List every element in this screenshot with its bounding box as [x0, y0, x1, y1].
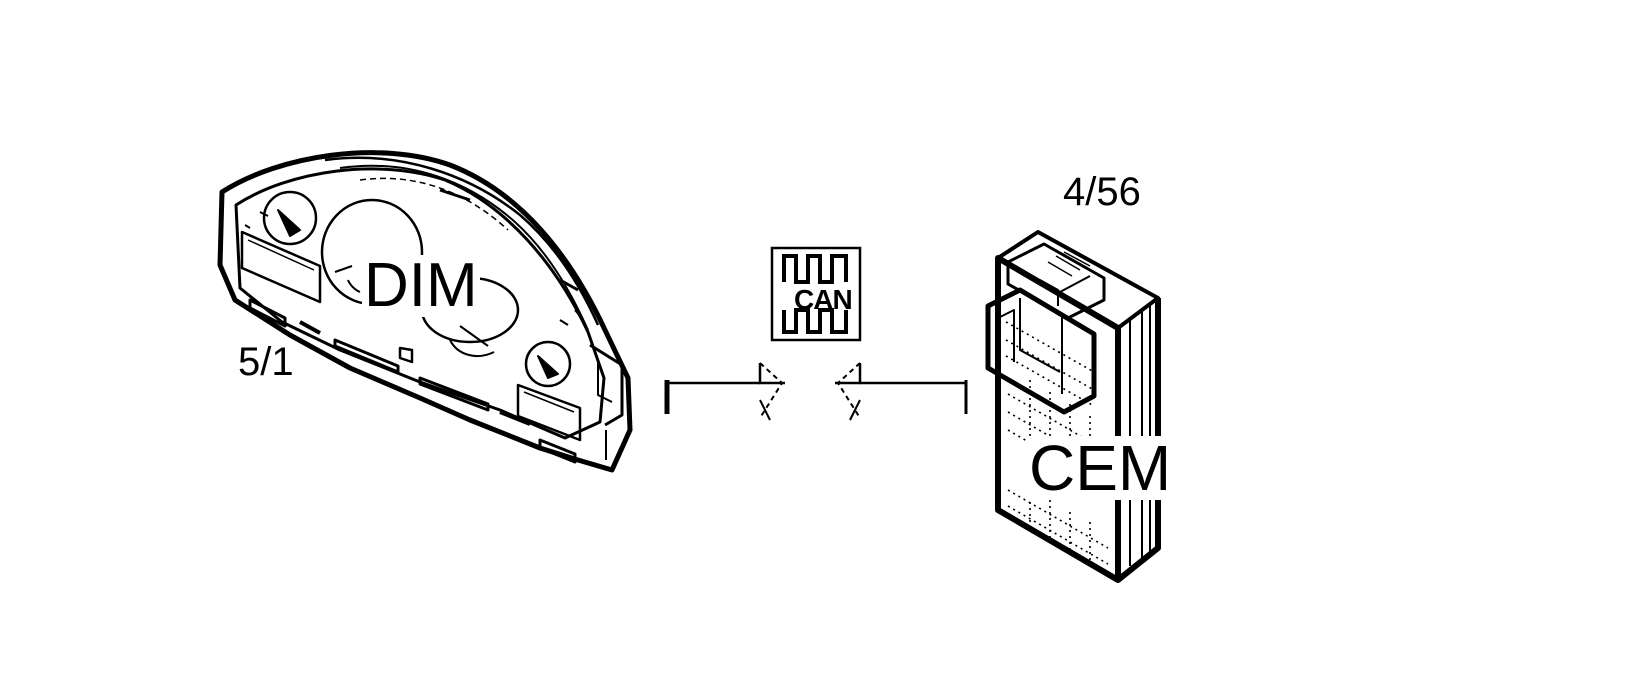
can-bus-label: CAN — [794, 284, 853, 315]
can-bus-symbol — [770, 246, 862, 342]
can-bus-wire — [664, 362, 968, 421]
cem-reference-number: 4/56 — [1063, 170, 1141, 214]
dim-label: DIM — [362, 251, 480, 320]
dim-reference-number: 5/1 — [238, 340, 294, 384]
cem-label: CEM — [1027, 432, 1174, 504]
cem-module — [985, 230, 1161, 583]
